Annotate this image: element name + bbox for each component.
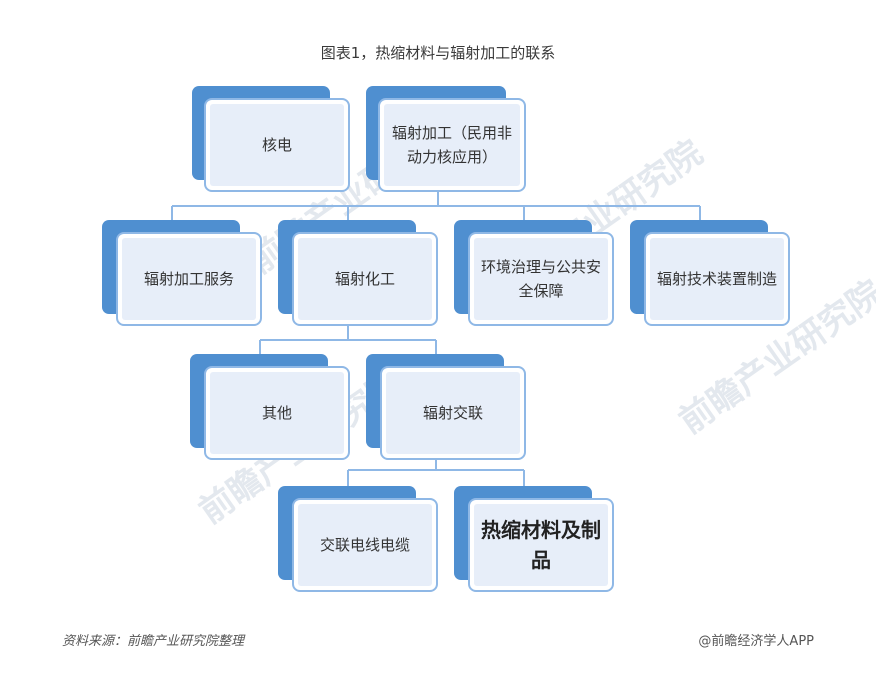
node-radiation-processing: 辐射加工（民用非动力核应用） [366,86,528,194]
node-crosslink: 辐射交联 [366,354,526,462]
node-label: 辐射交联 [386,372,520,454]
node-label: 辐射加工（民用非动力核应用） [384,104,520,186]
node-other: 其他 [190,354,350,462]
node-nuclear: 核电 [192,86,352,194]
node-heat-shrink: 热缩材料及制品 [454,486,614,594]
node-radiation-tech: 辐射技术装置制造 [630,220,790,328]
node-label: 热缩材料及制品 [474,504,608,586]
node-cable: 交联电线电缆 [278,486,438,594]
node-label: 交联电线电缆 [298,504,432,586]
node-label: 环境治理与公共安全保障 [474,238,608,320]
source-note: 资料来源：前瞻产业研究院整理 [62,634,245,649]
node-environment: 环境治理与公共安全保障 [454,220,614,328]
diagram-title: 图表1，热缩材料与辐射加工的联系 [320,44,556,62]
brand-credit: @前瞻经济学人APP [698,634,814,649]
node-label: 核电 [210,104,344,186]
node-label: 辐射技术装置制造 [650,238,784,320]
node-radiation-chemical: 辐射化工 [278,220,438,328]
node-label: 辐射化工 [298,238,432,320]
node-radiation-service: 辐射加工服务 [102,220,262,328]
node-label: 其他 [210,372,344,454]
node-label: 辐射加工服务 [122,238,256,320]
